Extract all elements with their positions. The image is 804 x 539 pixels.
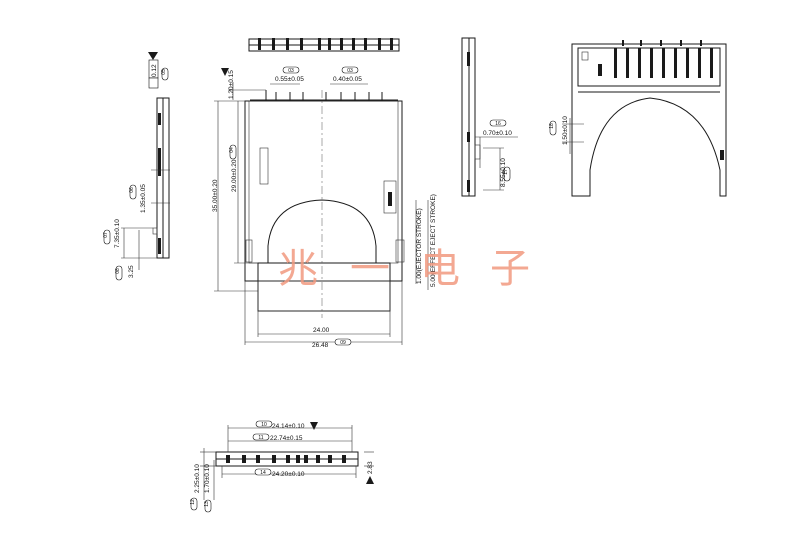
bottom-height-c-label: 2.83	[367, 461, 374, 474]
left-flatness-label: 0.12	[151, 64, 158, 77]
left-side-view: 05 06 07 08 0.12 1.35±0.05 7.35±0.10 3.2…	[103, 52, 170, 281]
front-pitch-a-bubble: 03	[288, 68, 294, 74]
left-thickness-bubble: 06	[129, 187, 135, 193]
bottom-width-b-bubble: 11	[258, 435, 263, 441]
right-height-bubble: 17	[503, 169, 509, 175]
right-width-bubble: 16	[495, 121, 501, 127]
bottom-width-a-label: 24.14±0.10	[272, 423, 305, 430]
watermark-char-4: 子	[490, 246, 530, 292]
front-overall-width-label: 26.48	[312, 342, 329, 349]
left-height1-bubble: 07	[103, 232, 109, 238]
front-pitch-b-label: 0.40±0.05	[333, 76, 362, 83]
watermark-char-1: 兆	[278, 246, 318, 292]
front-top-offset-label: 1.20±0.15	[228, 70, 235, 99]
bottom-width-b-label: 22.74±0.15	[270, 435, 303, 442]
bottom-width-a-bubble: 10	[261, 422, 267, 428]
right-side-view: 16 17 0.70±0.10 8.55±0.10	[461, 37, 518, 197]
left-thickness-label: 1.35±0.05	[140, 184, 147, 213]
bottom-height-a-label: 2.25±0.10	[194, 464, 201, 493]
left-height1-label: 7.35±0.10	[114, 219, 121, 248]
front-pitch-a-label: 0.55±0.05	[275, 76, 304, 83]
top-strip-view	[248, 38, 400, 52]
front-ejector-stroke-label: 1.00(EJECTOR STROKE)	[416, 208, 423, 284]
right-width-label: 0.70±0.10	[483, 130, 512, 137]
watermark: 兆 一 电 子	[278, 246, 530, 292]
bottom-height-b-bubble: 13	[204, 501, 210, 507]
left-flatness-bubble: 05	[161, 69, 167, 75]
back-height-bubble: 18	[549, 123, 555, 129]
front-pitch-b-bubble: 03	[347, 68, 353, 74]
bottom-width-c-label: 24.20±0.10	[272, 471, 305, 478]
bottom-width-c-bubble: 14	[260, 470, 266, 476]
right-height-label: 8.55±0.10	[500, 158, 507, 187]
watermark-char-2: 一	[350, 246, 390, 292]
bottom-height-b-label: 1.70±0.10	[204, 464, 211, 493]
front-overall-height-label: 35.00±0.20	[212, 179, 219, 212]
front-inner-width-label: 24.00	[313, 327, 330, 334]
bottom-height-a-bubble: 12	[190, 499, 196, 505]
front-overall-width-bubble: 09	[340, 340, 346, 346]
front-view: 03 03 04 09 0.55±0.05 0.40±0.05 1.20±0.1…	[212, 66, 437, 349]
front-inner-height-label: 29.00±0.20	[231, 159, 238, 192]
bottom-view: 10 11 14 12 13 24.14±0.10 22.74±0.15 24.…	[190, 420, 374, 513]
back-height-label: 1.50±0.10	[562, 116, 569, 145]
front-effect-stroke-label: 5.00(EFFECT EJECT STROKE)	[430, 194, 437, 287]
watermark-char-3: 电	[420, 246, 460, 292]
front-inner-height-bubble: 04	[229, 147, 235, 153]
left-height2-label: 3.25	[128, 265, 135, 278]
back-view: 18 1.50±0.10	[549, 40, 727, 197]
left-height2-bubble: 08	[115, 268, 121, 274]
